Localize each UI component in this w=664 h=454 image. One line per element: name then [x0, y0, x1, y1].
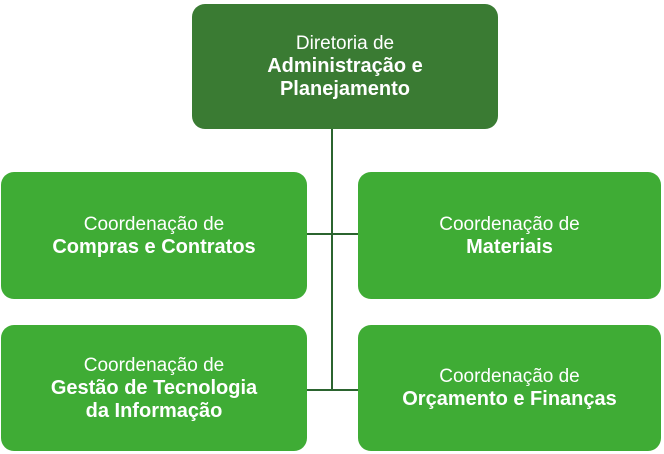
node-name-line: Compras e Contratos — [52, 235, 256, 258]
node-name-line: Orçamento e Finanças — [402, 388, 617, 410]
org-node-gestao-tecnologia-informacao: Coordenação de Gestão de Tecnologia da I… — [1, 325, 307, 451]
org-node-materiais: Coordenação de Materiais — [358, 172, 661, 299]
node-name-line: Materiais — [466, 235, 553, 258]
connector-horizontal-row1 — [307, 233, 358, 235]
node-prefix: Coordenação de — [83, 354, 225, 376]
org-node-compras-contratos: Coordenação de Compras e Contratos — [1, 172, 307, 299]
node-name-line: Gestão de Tecnologia — [50, 376, 258, 399]
org-node-orcamento-financas: Coordenação de Orçamento e Finanças — [358, 325, 661, 451]
org-node-diretoria: Diretoria de Administração e Planejament… — [192, 4, 498, 129]
node-prefix: Coordenação de — [83, 213, 225, 235]
node-name-line: Planejamento — [279, 78, 411, 100]
node-prefix: Coordenação de — [439, 366, 580, 387]
node-name-line: da Informação — [85, 399, 223, 422]
node-prefix: Diretoria de — [295, 33, 395, 54]
node-name-line: Administração e — [267, 55, 423, 77]
connector-horizontal-row2 — [307, 389, 358, 391]
connector-vertical-line — [331, 129, 333, 391]
node-prefix: Coordenação de — [439, 213, 580, 235]
